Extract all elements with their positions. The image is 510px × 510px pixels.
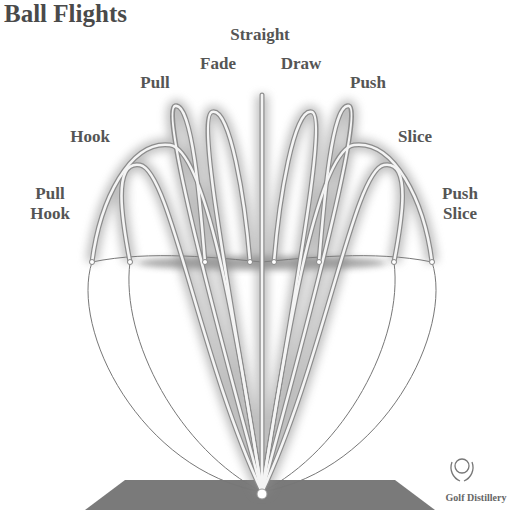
flight-label: Pull (115, 73, 195, 93)
landing-dots (90, 260, 435, 265)
watermark-logo (451, 459, 473, 481)
flight-label: Pull Hook (24, 184, 76, 223)
diagram-title: Ball Flights (4, 0, 127, 28)
flight-glow (92, 95, 432, 492)
flight-label: Fade (178, 54, 258, 74)
flight-label: Push Slice (434, 184, 486, 223)
golf-ball (257, 489, 267, 499)
flight-outline (92, 95, 432, 492)
flight-label: Straight (205, 25, 315, 45)
flight-label: Slice (375, 127, 455, 147)
flight-label: Hook (50, 127, 130, 147)
watermark-text: Golf Distillery (431, 492, 510, 504)
flight-label: Draw (261, 54, 341, 74)
flight-path (92, 95, 432, 492)
flight-label: Push (328, 73, 408, 93)
